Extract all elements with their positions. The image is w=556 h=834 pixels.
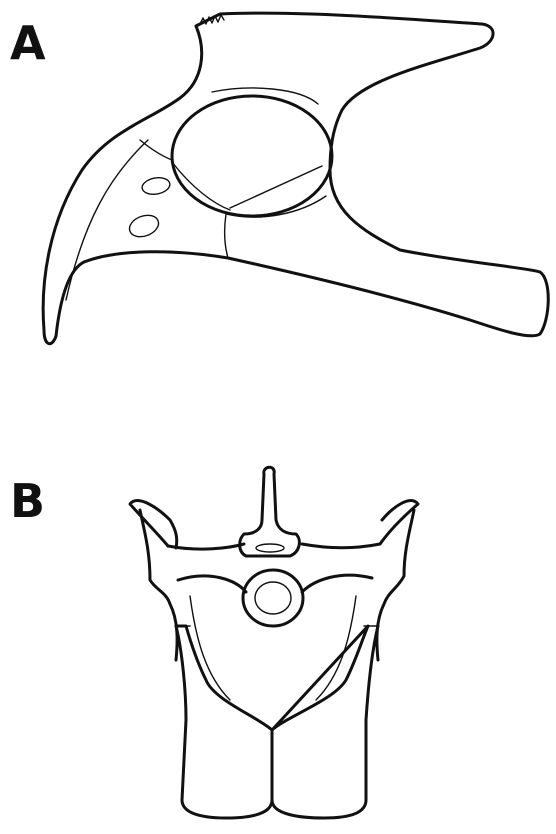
upper-foramen [141, 176, 171, 197]
left-lower-body [176, 626, 272, 818]
blade-inner-contour [66, 140, 148, 300]
left-wing [130, 501, 177, 660]
vertebral-spinous-process [240, 467, 300, 556]
pelvis-frontal-view [130, 467, 418, 818]
vertebral-centrum-inner [255, 582, 291, 614]
ventral-suture [225, 214, 228, 258]
right-wing [377, 501, 418, 660]
lower-foramen [126, 211, 161, 240]
vertebral-foramen-slot [256, 544, 284, 552]
right-lower-body [272, 626, 378, 818]
pelvic-basin-contour [190, 596, 356, 700]
vertebral-centrum-outer [243, 570, 303, 626]
pelvis-lateral-view [43, 13, 548, 344]
acetabulum-suture-line [230, 166, 322, 208]
